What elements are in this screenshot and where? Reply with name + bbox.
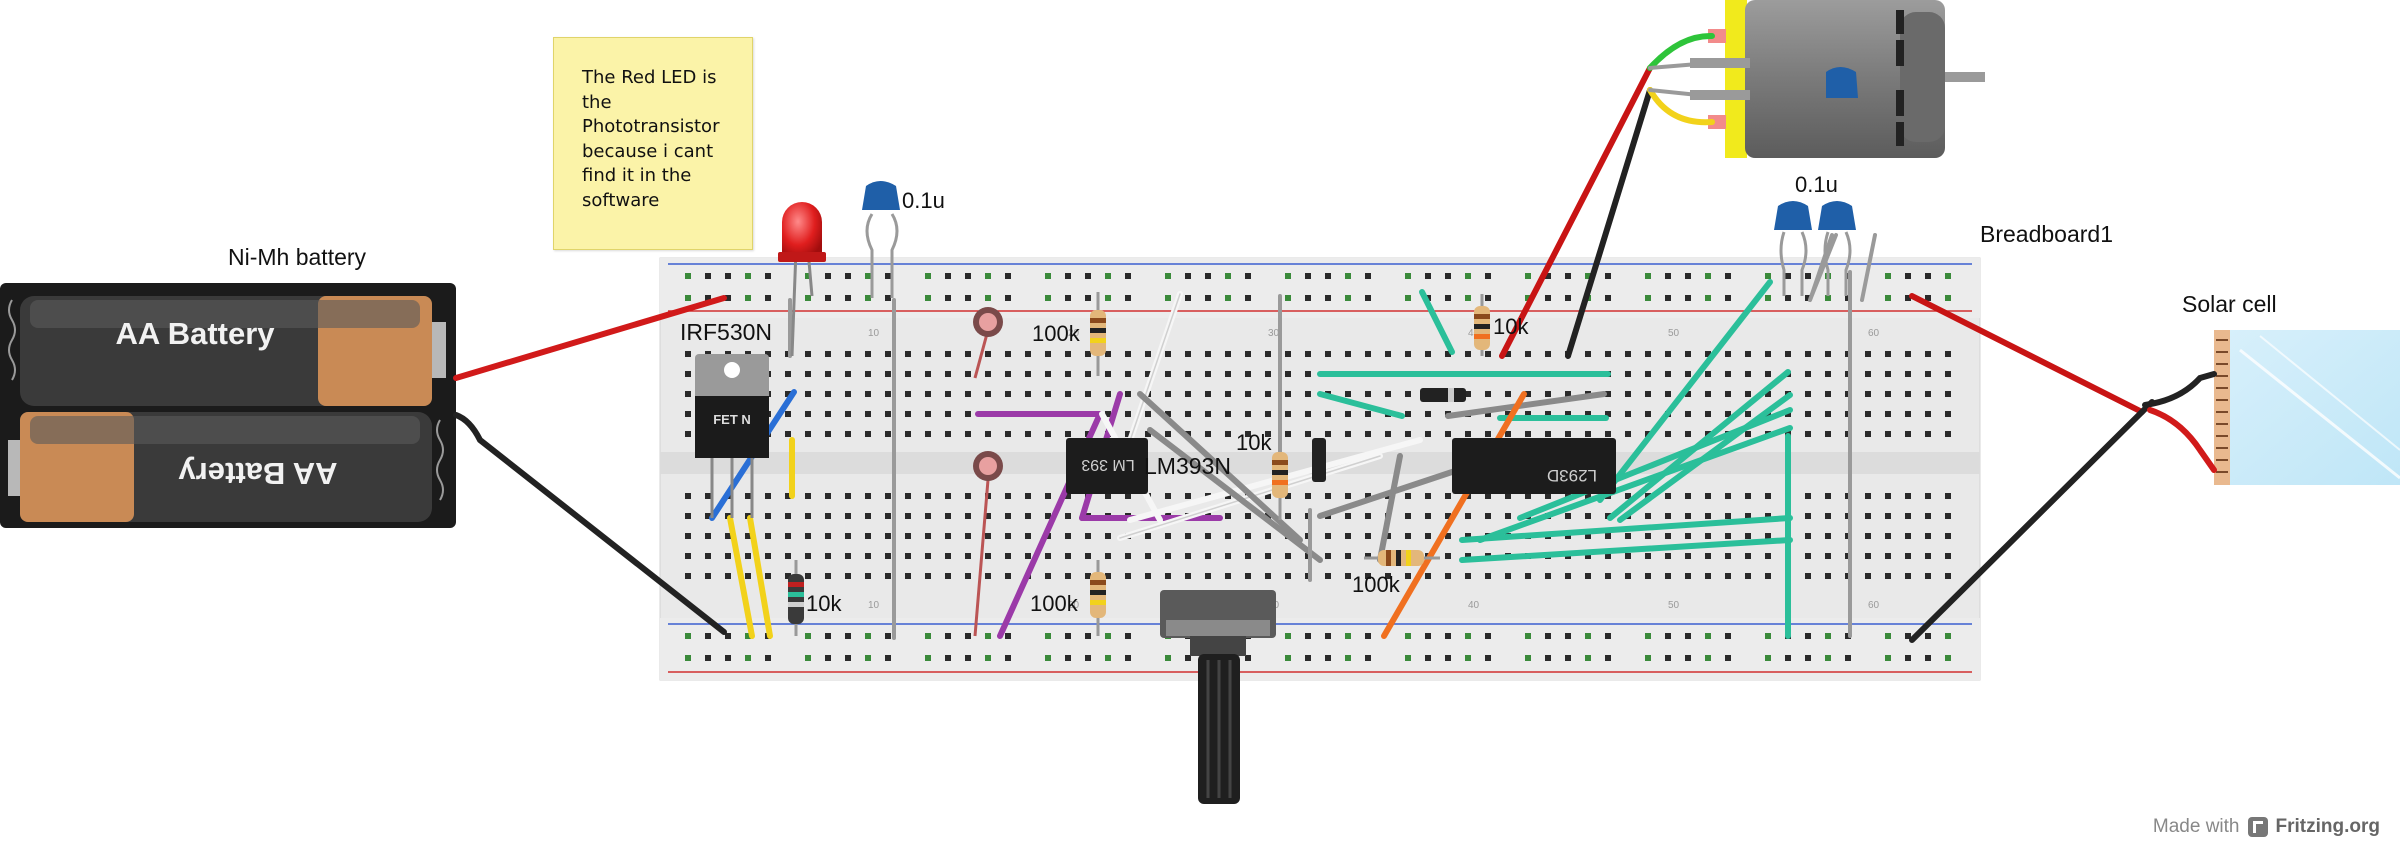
motor-capacitor — [1826, 67, 1858, 98]
battery-pack: AA Battery AA Battery — [0, 283, 456, 528]
capacitor-left — [862, 181, 900, 298]
svg-text:50: 50 — [1668, 600, 1680, 611]
resistor-10k-left — [788, 560, 804, 636]
r10k-top-label: 10k — [1493, 314, 1529, 339]
battery-cell-top-label: AA Battery — [115, 316, 275, 351]
sticky-note-text: The Red LED is the Phototransistor becau… — [582, 67, 720, 211]
resistor-10k-top — [1474, 294, 1490, 356]
cap-left-label: 0.1u — [902, 188, 945, 213]
svg-text:60: 60 — [1868, 600, 1880, 611]
capacitor-right-1 — [1774, 201, 1812, 296]
fet-chip-label: FET N — [713, 412, 751, 427]
battery-red-wire — [453, 295, 727, 381]
diode-vertical — [1312, 438, 1326, 482]
svg-text:10: 10 — [868, 328, 880, 339]
motor-green-wire — [1647, 32, 1715, 71]
red-led — [778, 202, 826, 357]
made-with-text: Made with — [2152, 816, 2240, 837]
svg-text:20: 20 — [1068, 328, 1080, 339]
svg-text:60: 60 — [1868, 328, 1880, 339]
breadboard-label: Breadboard1 — [1980, 221, 2113, 247]
battery-black-wire — [453, 412, 727, 635]
r10k-mid-label: 10k — [1236, 430, 1272, 455]
battery-cell-bottom-label: AA Battery — [178, 456, 338, 491]
svg-text:30: 30 — [1268, 328, 1280, 339]
resistor-100k-right — [1364, 550, 1440, 566]
battery-label: Ni-Mh battery — [228, 244, 367, 270]
svg-text:10: 10 — [868, 600, 880, 611]
motor-yellow-wire — [1647, 87, 1715, 126]
resistor-100k-bottom — [1090, 560, 1106, 636]
resistors — [788, 292, 1490, 636]
capacitor-right-2 — [1818, 201, 1856, 296]
footer-branding: Made with Fritzing.org — [2153, 816, 2380, 838]
solar-red-wire — [1909, 293, 2145, 415]
lm393-chip-text: LM 393 — [1081, 456, 1134, 473]
r10k-left-label: 10k — [806, 591, 842, 616]
lm393n-chip: LM 393 — [1066, 438, 1148, 494]
resistor-10k-mid — [1272, 436, 1288, 520]
sticky-note: The Red LED is the Phototransistor becau… — [553, 37, 753, 250]
r100k-bottom-label: 100k — [1030, 591, 1079, 616]
svg-text:40: 40 — [1468, 600, 1480, 611]
diode — [1420, 388, 1466, 402]
wires — [453, 32, 2217, 643]
photoresistor-top — [973, 307, 1003, 379]
l293d-chip: L293D — [1452, 438, 1616, 494]
fritzing-brand-text: Fritzing.org — [2275, 816, 2380, 837]
solar-black-wire — [1909, 399, 2155, 643]
resistor-100k-top — [1090, 292, 1106, 376]
solar-label: Solar cell — [2182, 291, 2277, 317]
orange-jumper — [1381, 391, 1527, 639]
r100k-top-label: 100k — [1032, 321, 1081, 346]
photoresistor-bottom — [973, 451, 1003, 637]
svg-text:40: 40 — [1468, 328, 1480, 339]
svg-text:20: 20 — [1068, 600, 1080, 611]
motor-red-wire — [1499, 65, 1653, 359]
l293d-chip-text: L293D — [1547, 466, 1597, 485]
cap-right-label: 0.1u — [1795, 172, 1838, 197]
r100k-right-label: 100k — [1352, 572, 1401, 597]
gray-thin-wires — [788, 233, 1877, 640]
motor-black-wire — [1565, 87, 1653, 359]
yellow-jumper-group — [727, 437, 795, 639]
potentiometer — [1160, 590, 1276, 804]
irf530n-transistor: FET N — [695, 354, 769, 518]
fritzing-logo-icon — [2247, 817, 2268, 837]
svg-text:50: 50 — [1668, 328, 1680, 339]
solar-cell — [2214, 330, 2400, 485]
lm393n-label: LM393N — [1144, 453, 1231, 479]
irf530n-label: IRF530N — [680, 319, 772, 345]
teal-jumper-group — [1317, 279, 1793, 639]
